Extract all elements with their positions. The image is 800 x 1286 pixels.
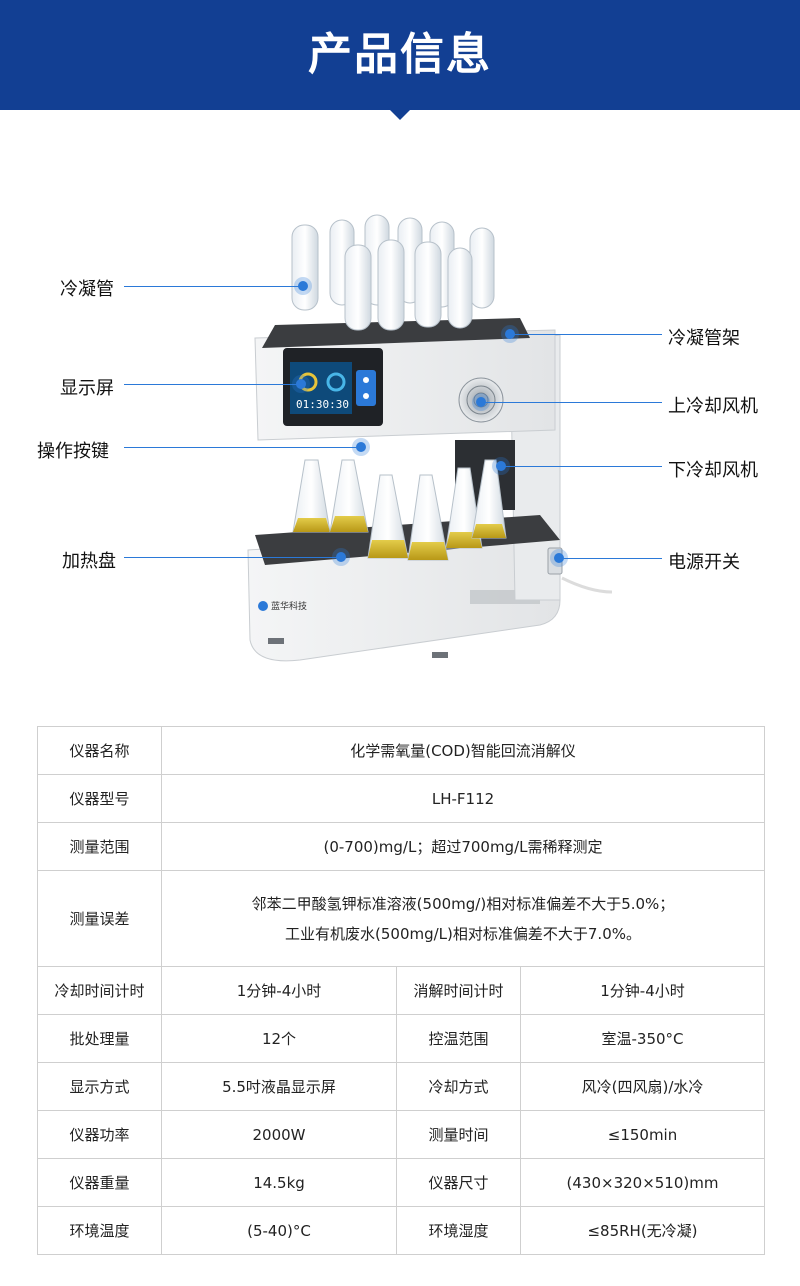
table-row: 仪器重量 14.5kg 仪器尺寸 (430×320×510)mm xyxy=(37,1158,765,1207)
spec-key: 仪器型号 xyxy=(37,774,162,823)
spec-key: 消解时间计时 xyxy=(396,966,521,1015)
table-row: 环境温度 (5-40)°C 环境湿度 ≤85RH(无冷凝) xyxy=(37,1206,765,1255)
spec-key: 环境温度 xyxy=(37,1206,162,1255)
spec-row-model: 仪器型号 LH-F112 xyxy=(37,774,765,823)
marker-condenser xyxy=(298,281,308,291)
label-power-switch: 电源开关 xyxy=(668,552,740,573)
label-heater: 加热盘 xyxy=(62,551,116,572)
spec-key: 仪器重量 xyxy=(37,1158,162,1207)
spec-key: 仪器尺寸 xyxy=(396,1158,521,1207)
marker-power-switch xyxy=(554,553,564,563)
screen-time-readout: 01:30:30 xyxy=(296,398,349,411)
page-title: 产品信息 xyxy=(308,29,492,80)
screen-gauge-2 xyxy=(326,372,346,392)
label-keys: 操作按键 xyxy=(37,441,109,462)
spec-error-line-2: 工业有机废水(500mg/L)相对标准偏差不大于7.0%。 xyxy=(285,924,641,943)
spec-key: 控温范围 xyxy=(396,1014,521,1063)
spec-value: 1分钟-4小时 xyxy=(161,966,397,1015)
spec-value: 5.5吋液晶显示屏 xyxy=(161,1062,397,1111)
spec-table: 仪器名称 化学需氧量(COD)智能回流消解仪 仪器型号 LH-F112 测量范围… xyxy=(37,726,765,1255)
marker-lower-fan xyxy=(496,461,506,471)
spec-row-name: 仪器名称 化学需氧量(COD)智能回流消解仪 xyxy=(37,726,765,775)
foot-left xyxy=(268,638,284,644)
leader-keys xyxy=(124,447,358,448)
spec-value: 室温-350°C xyxy=(520,1014,765,1063)
spec-value: 风冷(四风扇)/水冷 xyxy=(520,1062,765,1111)
header-notch xyxy=(388,108,412,120)
marker-upper-fan xyxy=(476,397,486,407)
spec-value: ≤150min xyxy=(520,1110,765,1159)
spec-value: (5-40)°C xyxy=(161,1206,397,1255)
label-display: 显示屏 xyxy=(60,378,114,399)
spec-value: (430×320×510)mm xyxy=(520,1158,765,1207)
spec-value: 14.5kg xyxy=(161,1158,397,1207)
spec-value: 1分钟-4小时 xyxy=(520,966,765,1015)
spec-key: 仪器功率 xyxy=(37,1110,162,1159)
leader-lower-fan xyxy=(504,466,662,467)
spec-value: LH-F112 xyxy=(161,774,765,823)
spec-value: (0-700)mg/L；超过700mg/L需稀释测定 xyxy=(161,822,765,871)
foot-right xyxy=(432,652,448,658)
condenser-tubes xyxy=(291,214,495,331)
leader-condenser xyxy=(124,286,300,287)
spec-key: 环境湿度 xyxy=(396,1206,521,1255)
leader-display xyxy=(124,384,298,385)
leader-upper-fan xyxy=(484,402,662,403)
flasks xyxy=(292,459,507,561)
spec-row-error: 测量误差 邻苯二甲酸氢钾标准溶液(500mg/)相对标准偏差不大于5.0%； 工… xyxy=(37,870,765,967)
header-banner xyxy=(0,0,800,110)
spec-value: 12个 xyxy=(161,1014,397,1063)
table-row: 仪器功率 2000W 测量时间 ≤150min xyxy=(37,1110,765,1159)
marker-keys xyxy=(356,442,366,452)
label-upper-fan: 上冷却风机 xyxy=(668,396,758,417)
spec-row-range: 测量范围 (0-700)mg/L；超过700mg/L需稀释测定 xyxy=(37,822,765,871)
instrument-illustration: 01:30:30 xyxy=(247,214,613,662)
label-condenser-rack: 冷凝管架 xyxy=(668,328,740,349)
marker-condenser-rack xyxy=(505,329,515,339)
spec-value: 2000W xyxy=(161,1110,397,1159)
marker-display xyxy=(296,379,306,389)
table-row: 显示方式 5.5吋液晶显示屏 冷却方式 风冷(四风扇)/水冷 xyxy=(37,1062,765,1111)
spec-value: 邻苯二甲酸氢钾标准溶液(500mg/)相对标准偏差不大于5.0%； 工业有机废水… xyxy=(161,870,765,967)
operation-keys xyxy=(356,370,376,406)
brand-name: 蓝华科技 xyxy=(271,600,307,612)
power-cable xyxy=(561,576,613,594)
marker-heater xyxy=(336,552,346,562)
label-lower-fan: 下冷却风机 xyxy=(668,460,758,481)
table-row: 冷却时间计时 1分钟-4小时 消解时间计时 1分钟-4小时 xyxy=(37,966,765,1015)
spec-key: 测量误差 xyxy=(37,870,162,967)
leader-condenser-rack xyxy=(512,334,662,335)
spec-value: ≤85RH(无冷凝) xyxy=(520,1206,765,1255)
instrument-base xyxy=(247,529,561,662)
brand-logo xyxy=(258,601,268,611)
spec-value: 化学需氧量(COD)智能回流消解仪 xyxy=(161,726,765,775)
spec-key: 仪器名称 xyxy=(37,726,162,775)
spec-key: 显示方式 xyxy=(37,1062,162,1111)
leader-power-switch xyxy=(562,558,662,559)
spec-error-line-1: 邻苯二甲酸氢钾标准溶液(500mg/)相对标准偏差不大于5.0%； xyxy=(251,894,675,913)
product-figure: 01:30:30 xyxy=(0,130,800,700)
spec-key: 冷却时间计时 xyxy=(37,966,162,1015)
table-row: 批处理量 12个 控温范围 室温-350°C xyxy=(37,1014,765,1063)
label-condenser: 冷凝管 xyxy=(60,279,114,300)
spec-key: 测量时间 xyxy=(396,1110,521,1159)
spec-key: 冷却方式 xyxy=(396,1062,521,1111)
spec-key: 批处理量 xyxy=(37,1014,162,1063)
spec-key: 测量范围 xyxy=(37,822,162,871)
leader-heater xyxy=(124,557,338,558)
